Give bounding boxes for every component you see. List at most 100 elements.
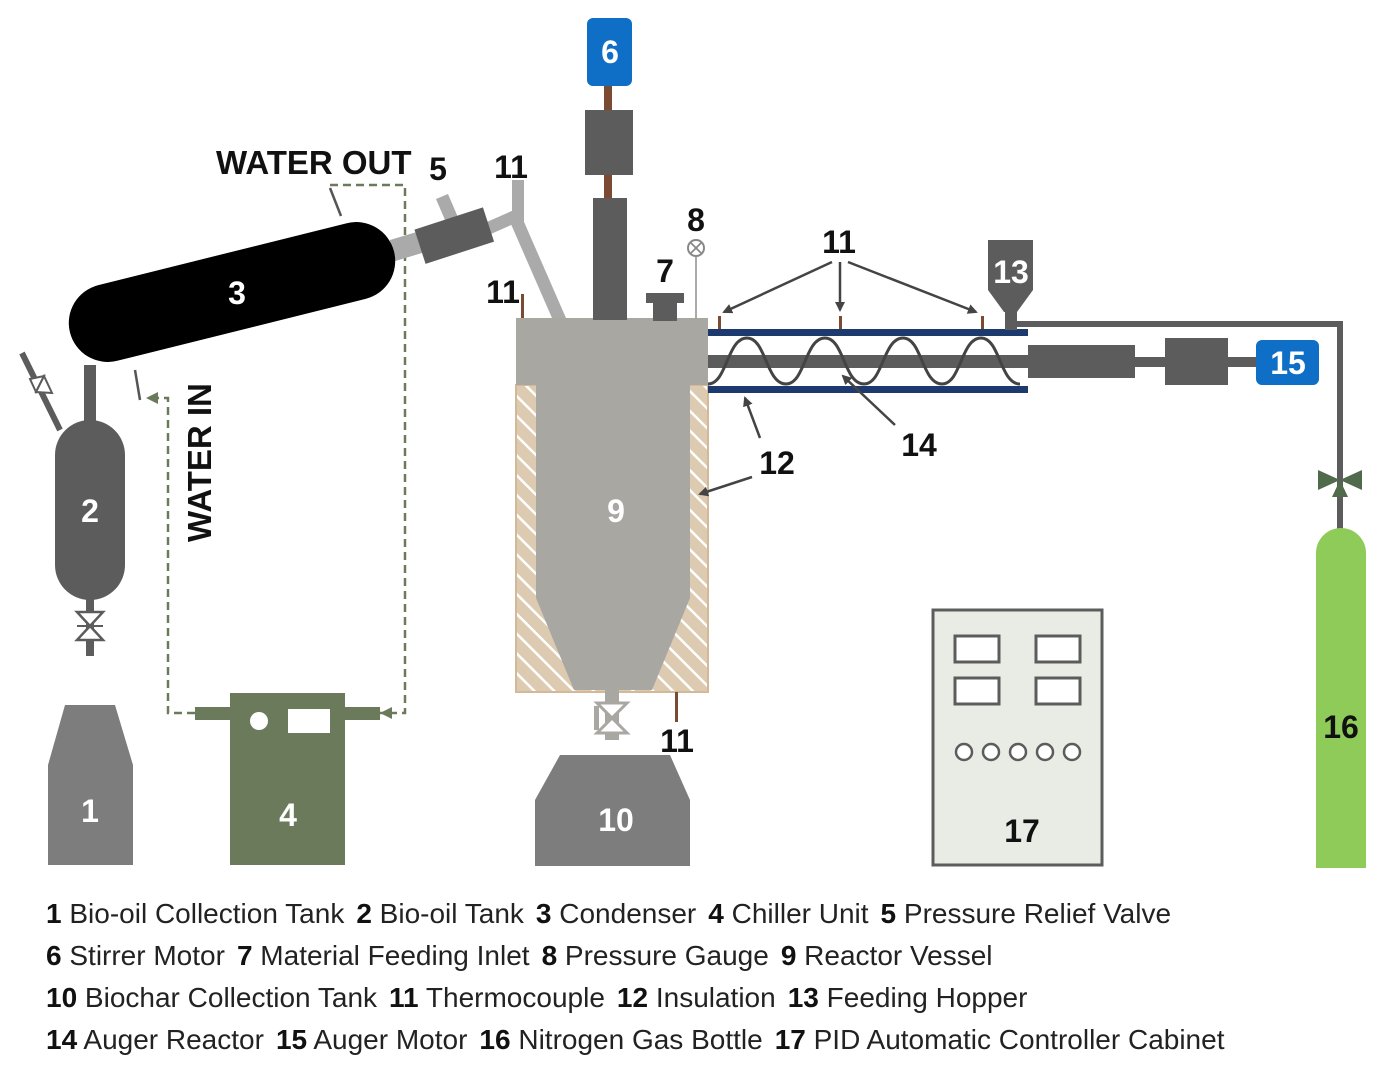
pressure-gauge: 8 [687, 202, 705, 318]
nitrogen-valve-icon [1318, 470, 1362, 497]
legend-item: 17 PID Automatic Controller Cabinet [775, 1024, 1225, 1055]
reactor-vessel: 9 [515, 318, 709, 693]
legend-item-number: 12 [616, 982, 649, 1013]
label-insulation: 12 [759, 445, 795, 481]
legend-item: 5 Pressure Relief Valve [881, 898, 1172, 929]
component-legend: 1 Bio-oil Collection Tank 2 Bio-oil Tank 3… [46, 893, 1386, 1061]
legend-item-number: 1 [46, 898, 62, 929]
legend-item-number: 4 [708, 898, 724, 929]
legend-item: 13 Feeding Hopper [788, 982, 1028, 1013]
legend-item-text: Material Feeding Inlet [252, 940, 530, 971]
label-c3: 3 [228, 275, 246, 311]
legend-item-number: 8 [541, 940, 558, 971]
water-in-label: WATER IN [181, 383, 218, 542]
legend-item-text: Insulation [648, 982, 776, 1013]
discharge-valve-icon [593, 690, 631, 740]
biochar-collection-tank: 10 [535, 755, 690, 866]
legend-item: 10 Biochar Collection Tank [46, 982, 377, 1013]
label-c17: 17 [1004, 813, 1040, 849]
pyrolysis-system-diagram: 1 2 3 4 [19, 18, 1366, 868]
legend-item: 9 Reactor Vessel [781, 940, 993, 971]
label-c13: 13 [993, 254, 1029, 290]
legend-item: 4 Chiller Unit [708, 898, 868, 929]
label-c5: 5 [429, 151, 447, 187]
legend-item-number: 16 [479, 1024, 511, 1055]
legend-item: 11 Thermocouple [389, 982, 605, 1013]
label-c4: 4 [279, 797, 297, 833]
legend-item-number: 14 [46, 1024, 78, 1055]
label-c8: 8 [687, 202, 705, 238]
label-c1: 1 [81, 793, 99, 829]
pressure-gauge-icon [687, 239, 705, 257]
nitrogen-gas-bottle: 16 [1316, 528, 1366, 868]
label-c2: 2 [81, 493, 99, 529]
drain-valve-icon [74, 610, 106, 642]
legend-item: 16 Nitrogen Gas Bottle [479, 1024, 762, 1055]
legend-item-text: Auger Reactor [77, 1024, 264, 1055]
pid-controller-cabinet: 17 [931, 608, 1104, 867]
legend-item-number: 10 [46, 982, 78, 1013]
legend-item-text: Reactor Vessel [796, 940, 993, 971]
auger-motor: 15 [1256, 340, 1319, 385]
legend-item-text: Chiller Unit [723, 898, 869, 929]
legend-item-text: Condenser [551, 898, 697, 929]
legend-item-number: 3 [535, 898, 552, 929]
legend-item: 3 Condenser [536, 898, 696, 929]
legend-item-number: 9 [780, 940, 797, 971]
legend-item-number: 7 [236, 940, 253, 971]
label-c7: 7 [656, 253, 674, 289]
legend-item-text: Feeding Hopper [818, 982, 1028, 1013]
condenser: 3 [68, 187, 432, 362]
legend-row: 10 Biochar Collection Tank 11 Thermocoupl… [46, 977, 1386, 1019]
thermocouple-probes [521, 294, 984, 722]
legend-item-text: Pressure Gauge [557, 940, 769, 971]
legend-item: 2 Bio-oil Tank [356, 898, 524, 929]
legend-item: 1 Bio-oil Collection Tank [46, 898, 344, 929]
legend-item-number: 5 [880, 898, 897, 929]
stirrer-assembly: 6 [585, 18, 633, 320]
legend-row: 1 Bio-oil Collection Tank 2 Bio-oil Tank 3… [46, 893, 1386, 935]
legend-item-number: 6 [46, 940, 62, 971]
bio-oil-tank: 2 [19, 351, 125, 656]
legend-item: 8 Pressure Gauge [542, 940, 769, 971]
water-loop [133, 183, 407, 719]
legend-item-number: 2 [356, 898, 372, 929]
label-c10: 10 [598, 802, 634, 838]
legend-item-text: PID Automatic Controller Cabinet [805, 1024, 1225, 1055]
water-out-label: WATER OUT [216, 144, 412, 181]
legend-item: 7 Material Feeding Inlet [237, 940, 530, 971]
label-auger-reactor: 14 [901, 427, 937, 463]
vapor-outlet-pipe [414, 180, 566, 318]
label-thermocouple-auger: 11 [822, 224, 856, 260]
legend-item: 14 Auger Reactor [46, 1024, 264, 1055]
legend-item: 6 Stirrer Motor [46, 940, 225, 971]
chiller-unit: 4 [195, 693, 380, 865]
label-thermocouple-top: 11 [494, 149, 528, 185]
label-thermocouple-reactor: 11 [486, 274, 520, 310]
legend-item-text: Nitrogen Gas Bottle [510, 1024, 763, 1055]
legend-item-text: Biochar Collection Tank [77, 982, 378, 1013]
nitrogen-line [1011, 321, 1362, 535]
bleed-valve-icon [28, 373, 54, 395]
legend-item-text: Bio-oil Collection Tank [61, 898, 345, 929]
auger-reactor [707, 329, 1258, 393]
label-c6: 6 [601, 34, 619, 70]
stirrer-motor: 6 [587, 18, 632, 86]
pressure-relief-valve [414, 207, 495, 264]
material-feeding-inlet: 7 [646, 253, 684, 321]
label-thermocouple-bottom: 11 [660, 723, 694, 759]
legend-item-text: Pressure Relief Valve [896, 898, 1172, 929]
feeding-hopper: 13 [988, 240, 1033, 330]
label-c16: 16 [1323, 709, 1359, 745]
bio-oil-collection-tank: 1 [48, 705, 133, 865]
callouts: 5 11 11 11 11 12 14 [429, 149, 978, 759]
legend-item-number: 11 [389, 982, 419, 1013]
legend-item-number: 17 [774, 1024, 806, 1055]
legend-item-number: 15 [275, 1024, 308, 1055]
legend-row: 6 Stirrer Motor 7 Material Feeding Inlet 8… [46, 935, 1386, 977]
legend-item-text: Thermocouple [418, 982, 605, 1013]
legend-item-text: Stirrer Motor [61, 940, 225, 971]
legend-item-text: Bio-oil Tank [371, 898, 524, 929]
label-c15: 15 [1270, 345, 1306, 381]
